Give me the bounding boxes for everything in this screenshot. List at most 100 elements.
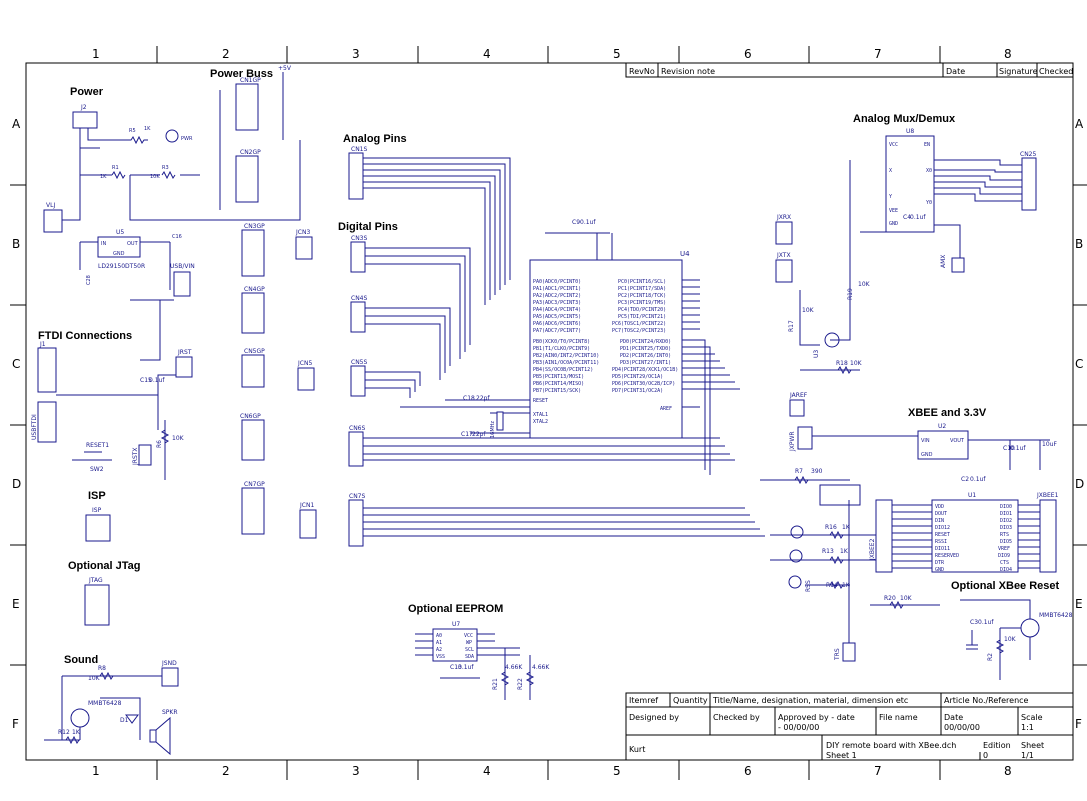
tb-file-name: File name — [879, 713, 918, 722]
svg-text:A1: A1 — [436, 640, 442, 646]
row-b-right: B — [1075, 237, 1083, 251]
r16-label: R16 — [825, 524, 837, 531]
svg-text:PA2(ADC2/PCINT2): PA2(ADC2/PCINT2) — [533, 293, 581, 299]
u5-label: U5 — [116, 229, 124, 236]
svg-text:XTAL1: XTAL1 — [533, 412, 548, 418]
row-f-left: F — [12, 717, 19, 731]
svg-text:PB3(AIN1/OC0A/PCINT11): PB3(AIN1/OC0A/PCINT11) — [533, 360, 599, 366]
cn2gp-label: CN2GP — [240, 149, 261, 156]
tb-date-label: Date — [944, 713, 963, 722]
r18-value: 10K — [850, 360, 863, 367]
row-b-left: B — [12, 237, 20, 251]
c18-value: 22pf — [476, 395, 490, 402]
c15-value: 0.1uf — [149, 377, 165, 384]
r13-label: R13 — [822, 548, 834, 555]
svg-text:VCC: VCC — [464, 633, 473, 639]
tb-approved-date: - 00/00/00 — [778, 723, 819, 732]
svg-text:RSSI: RSSI — [935, 539, 947, 545]
u5-in: IN — [101, 241, 106, 247]
cn5gp-label: CN5GP — [244, 348, 265, 355]
section-power-buss: Power Buss — [210, 68, 273, 80]
c9-value: 0.1uf — [580, 219, 596, 226]
jrstx-label: JRSTX — [132, 447, 139, 466]
sw2-label: SW2 — [90, 466, 104, 473]
j2-label: J2 — [80, 104, 87, 111]
sheet-border — [25, 62, 1074, 761]
col-1-top: 1 — [92, 47, 100, 61]
jxbee1-label: JXBEE1 — [1036, 492, 1059, 499]
r16-value: 1K — [842, 524, 851, 531]
row-c-right: C — [1075, 357, 1083, 371]
r18-label: R18 — [836, 360, 848, 367]
trs-label: TRS — [834, 648, 841, 661]
svg-text:PC6(TOSC1/PCINT22): PC6(TOSC1/PCINT22) — [612, 321, 666, 327]
cn6gp-label: CN6GP — [240, 413, 261, 420]
c1-value: 10uF — [1042, 441, 1057, 448]
tb-approved: Approved by - date — [778, 713, 855, 722]
svg-text:RTS: RTS — [1000, 532, 1009, 538]
rev-note-header: Revision note — [661, 67, 715, 76]
jxpwr-label: JXPWR — [789, 431, 796, 452]
xbee-reset-circuit: MMBT6428 R2 10K C3 0.1uf — [960, 599, 1073, 680]
svg-text:PA1(ADC1/PCINT1): PA1(ADC1/PCINT1) — [533, 286, 581, 292]
u4-label: U4 — [680, 250, 690, 258]
tb-scale-value: 1:1 — [1021, 723, 1034, 732]
svg-text:DIO9: DIO9 — [998, 553, 1010, 559]
rev-no-header: RevNo — [629, 67, 655, 76]
row-c-left: C — [12, 357, 20, 371]
u5-part: LD29150DT50R — [98, 263, 145, 270]
r12-label: R12 — [58, 729, 70, 736]
svg-text:RESET: RESET — [935, 532, 950, 538]
svg-text:XTAL2: XTAL2 — [533, 419, 548, 425]
svg-text:PB6(PCINT14/MISO): PB6(PCINT14/MISO) — [533, 381, 584, 387]
u5-gnd: GND — [113, 251, 125, 257]
svg-text:PA0(ADC0/PCINT0): PA0(ADC0/PCINT0) — [533, 279, 581, 285]
cn4gp-label: CN4GP — [244, 286, 265, 293]
column-labels-bottom: 1 2 3 4 5 6 7 8 — [92, 764, 1012, 778]
tb-designer: Kurt — [629, 745, 645, 754]
r7-label: R7 — [795, 468, 803, 475]
svg-text:DIN: DIN — [935, 518, 944, 524]
jcn3-label: JCN3 — [295, 229, 310, 236]
svg-text:DIO3: DIO3 — [1000, 525, 1012, 531]
tb-designed-by: Designed by — [629, 713, 679, 722]
row-f-right: F — [1075, 717, 1082, 731]
svg-text:EN: EN — [924, 142, 930, 148]
c13-value: 0.1uf — [458, 664, 474, 671]
power-circuit: J2 R5 1K PWR R1 1K R3 10K VLJ — [43, 104, 301, 233]
rev-checked-header: Checked — [1039, 67, 1073, 76]
cn1s-label: CN1S — [351, 146, 367, 153]
sound-circuit: R8 10K JSND MMBT6428 D1 SPKR R12 1K — [44, 660, 179, 756]
col-1-bottom: 1 — [92, 764, 100, 778]
section-xbee: XBEE and 3.3V — [908, 407, 987, 419]
tb-checked-by: Checked by — [713, 713, 760, 722]
q2-label: MMBT6428 — [88, 700, 122, 707]
u2-vout: VOUT — [950, 438, 965, 444]
vlj-label: VLJ — [46, 202, 55, 209]
svg-text:Y0: Y0 — [926, 200, 932, 206]
row-labels-left: A B C D E F — [12, 117, 21, 731]
jtag-part-label: JTAG — [88, 577, 103, 584]
spkr-label: SPKR — [162, 709, 178, 716]
r19-value: 10K — [858, 281, 871, 288]
tb-quantity: Quantity — [673, 696, 708, 705]
svg-text:WP: WP — [466, 640, 472, 646]
q1-label: MMBT6428 — [1039, 612, 1073, 619]
r19-label: R19 — [847, 288, 854, 300]
svg-text:DIO11: DIO11 — [935, 546, 950, 552]
svg-text:GND: GND — [889, 221, 898, 227]
col-2-bottom: 2 — [222, 764, 230, 778]
jxtx-label: JXTX — [776, 252, 791, 259]
usbftdi-label: USBFTDI — [31, 414, 38, 440]
cn4s-label: CN4S — [351, 295, 367, 302]
d1-label: D1 — [120, 717, 129, 724]
j1-label: J1 — [39, 341, 46, 348]
jcn1-label: JCN1 — [299, 502, 314, 509]
amx-label: AMX — [940, 255, 947, 268]
svg-text:PA3(ADC3/PCINT3): PA3(ADC3/PCINT3) — [533, 300, 581, 306]
r12-value: 1K — [72, 729, 81, 736]
section-power: Power — [70, 86, 104, 98]
svg-text:PC7(TOSC2/PCINT23): PC7(TOSC2/PCINT23) — [612, 328, 666, 334]
col-6-bottom: 6 — [744, 764, 752, 778]
